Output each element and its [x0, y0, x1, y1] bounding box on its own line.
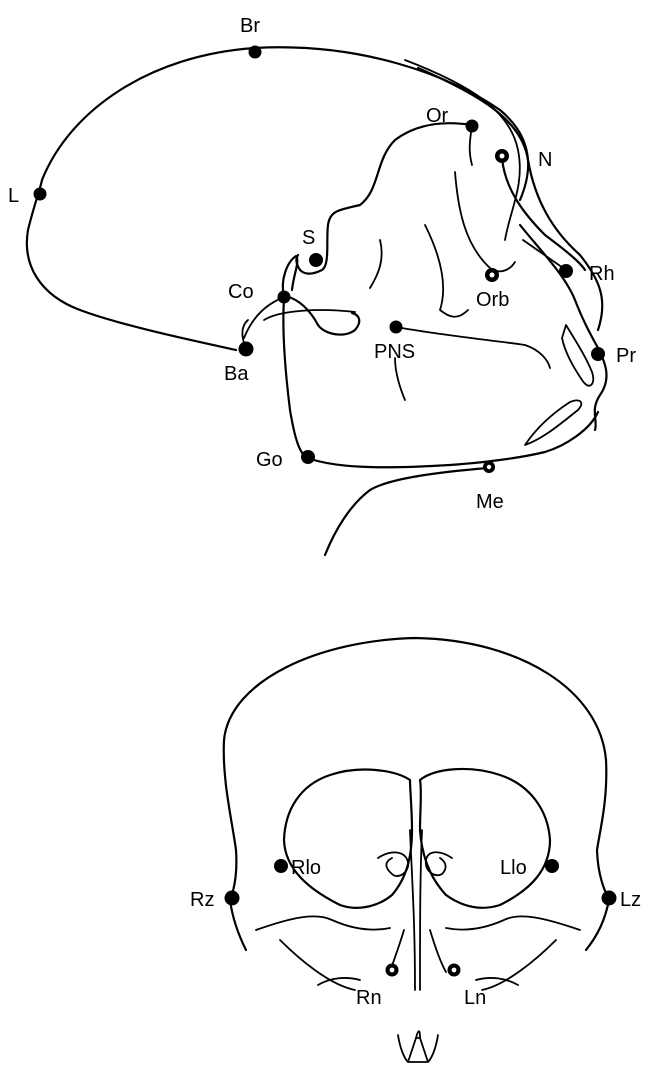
landmark-label-rh: Rh — [589, 263, 615, 285]
landmark-label-s: S — [302, 227, 315, 249]
neck-outline — [325, 468, 488, 555]
left-maxilla-line — [482, 940, 556, 990]
pterygoid-lower — [395, 358, 405, 400]
mandible-ramus — [283, 298, 308, 458]
landmark-dot-lz — [602, 891, 617, 906]
orbit-floor — [455, 172, 515, 271]
right-orbit — [284, 770, 412, 908]
landmark-label-pns: PNS — [374, 341, 415, 363]
landmark-dot-pr — [591, 347, 605, 361]
cranial-vault-outline — [27, 47, 528, 350]
incisor-outline — [562, 325, 593, 386]
zygomatic-arch — [286, 296, 359, 335]
frontal-skull-view: Rlo Llo Rz Lz Rn Ln — [190, 638, 641, 1062]
palate-line — [396, 327, 550, 368]
incisor-teeth — [398, 1031, 438, 1062]
landmark-label-ln: Ln — [464, 987, 486, 1009]
landmark-label-me: Me — [476, 491, 504, 513]
landmark-label-br: Br — [240, 15, 260, 37]
orbit-upper — [300, 123, 472, 274]
landmark-dot-rz — [225, 891, 240, 906]
landmark-label-n: N — [538, 149, 552, 171]
cranium-outline — [224, 638, 607, 850]
landmark-dot-co — [278, 291, 291, 304]
landmark-label-go: Go — [256, 449, 283, 471]
landmark-dot-s — [309, 253, 323, 267]
landmark-label-rlo: Rlo — [291, 857, 321, 879]
left-zygoma-line — [446, 916, 580, 930]
pterygoid-line — [370, 240, 382, 288]
lacrimal-right — [378, 852, 408, 876]
landmark-label-orb: Orb — [476, 289, 509, 311]
orbit-back — [425, 225, 468, 317]
nasal-line — [523, 240, 566, 270]
landmark-dot-pns — [390, 321, 403, 334]
mandible-body — [308, 412, 598, 467]
landmark-dot-l — [34, 188, 47, 201]
landmark-label-llo: Llo — [500, 857, 527, 879]
left-nasal-ala — [430, 930, 446, 972]
landmark-dot-or — [466, 120, 479, 133]
right-zygoma-line — [256, 916, 390, 930]
landmark-dot-go — [301, 450, 315, 464]
nasal-bridge-left — [410, 830, 415, 990]
lateral-skull-view: Br L Or N S Co Ba Orb Rh PNS Pr Go Me — [8, 15, 636, 555]
landmark-label-ba: Ba — [224, 363, 249, 385]
landmark-label-co: Co — [228, 281, 254, 303]
nasal-bridge-right — [420, 830, 422, 990]
left-orbit — [420, 769, 550, 908]
mastoid-line — [244, 298, 282, 338]
landmark-label-lz: Lz — [620, 889, 641, 911]
landmark-dot-br — [249, 46, 262, 59]
landmark-dot-rlo — [274, 859, 288, 873]
maxilla-front — [520, 225, 606, 430]
landmark-label-rz: Rz — [190, 889, 214, 911]
landmark-label-l: L — [8, 185, 19, 207]
landmark-dot-ba — [239, 342, 254, 357]
landmark-label-or: Or — [426, 105, 449, 127]
landmark-label-pr: Pr — [616, 345, 636, 367]
landmark-dot-llo — [545, 859, 559, 873]
right-maxilla-line — [280, 940, 355, 990]
lacrimal-left — [426, 852, 452, 875]
landmark-label-rn: Rn — [356, 987, 382, 1009]
landmark-dot-rh — [559, 264, 573, 278]
